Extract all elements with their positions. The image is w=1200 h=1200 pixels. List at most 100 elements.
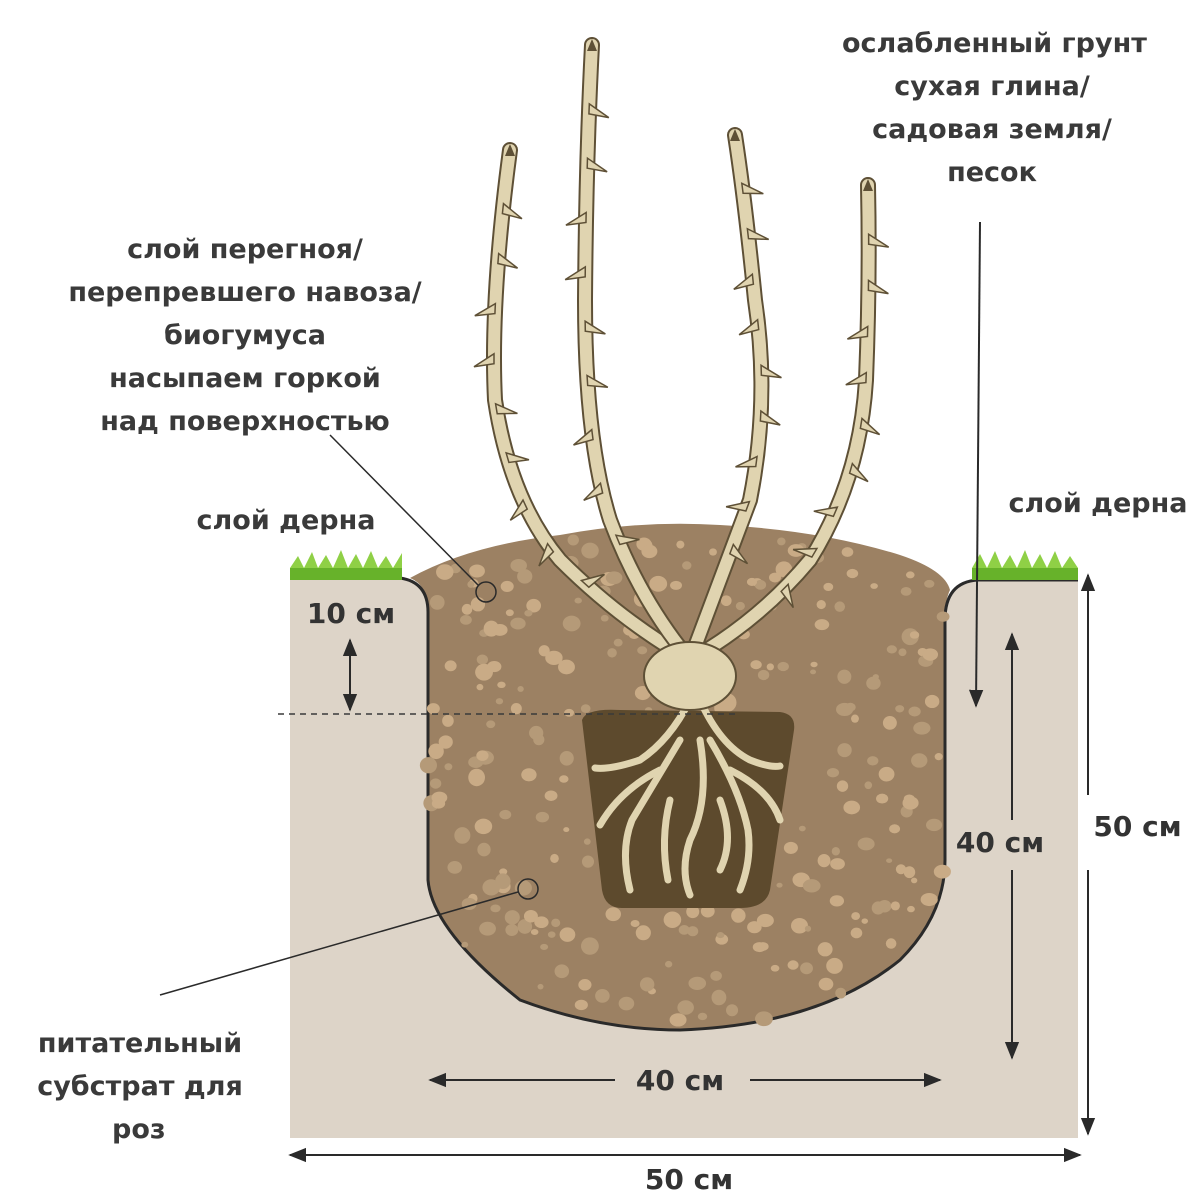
pebble [558, 659, 575, 675]
pebble [835, 987, 847, 999]
pebble [746, 577, 758, 586]
pebble [486, 720, 496, 729]
pebble [479, 921, 496, 936]
pebble [530, 928, 539, 935]
pebble [890, 901, 900, 911]
thorn [728, 542, 749, 565]
pebble [517, 569, 533, 584]
pebble [909, 631, 920, 639]
pebble [783, 841, 798, 854]
pebble [700, 904, 715, 918]
thorn [813, 506, 839, 518]
pebble [559, 775, 569, 783]
pebble [898, 648, 907, 657]
total-width-dimension: 50 см [644, 1163, 734, 1196]
pebble [544, 790, 558, 801]
depth-top-dimension: 10 см [306, 597, 396, 630]
thorn [501, 202, 523, 220]
thorn [564, 265, 587, 281]
pebble [823, 582, 834, 592]
pebble [710, 970, 722, 981]
pebble [444, 763, 453, 771]
pebble [581, 542, 599, 559]
pebble [663, 911, 682, 928]
pebble [470, 597, 486, 612]
pebble [580, 704, 591, 713]
pebble [857, 837, 875, 851]
pebble [817, 853, 831, 868]
stem-tip [505, 144, 515, 156]
pebble [836, 702, 854, 717]
pebble [676, 540, 685, 549]
pebble [836, 780, 849, 792]
pebble [726, 1004, 739, 1017]
pebble [922, 648, 939, 661]
turf-right-text: слой дерна [1008, 488, 1188, 519]
pebble [559, 927, 576, 942]
humus-line-3: биогумуса [164, 320, 326, 351]
pebble [419, 757, 438, 774]
substrate-label: питательный субстрат для роз [20, 1022, 260, 1151]
total-depth-dimension: 50 см [1093, 810, 1182, 843]
stem-tip [730, 129, 740, 141]
pebble [517, 919, 533, 934]
pebble [517, 686, 524, 692]
pebble [870, 583, 878, 589]
pebble [444, 660, 457, 672]
pebble [876, 793, 889, 804]
pebble [889, 824, 901, 834]
pebble [533, 733, 545, 746]
pebble [756, 913, 774, 928]
pebble [613, 638, 623, 647]
humus-line-2: перепревшего навоза/ [68, 277, 422, 308]
thorn [474, 302, 497, 317]
stem-tip [587, 39, 597, 51]
pebble [578, 979, 592, 991]
pebble [526, 598, 542, 613]
pebble [468, 768, 485, 787]
thorn [473, 352, 495, 368]
pebble [639, 977, 655, 992]
substrate-line-3: роз [112, 1114, 166, 1145]
pebble [426, 703, 440, 715]
pebble [475, 663, 493, 681]
pebble [826, 767, 840, 778]
pebble [770, 964, 780, 972]
thorn [725, 500, 751, 512]
pebble [442, 714, 454, 727]
pebble [605, 571, 623, 585]
thorn [740, 182, 764, 195]
humus-line-1: слой перегноя/ [127, 234, 363, 265]
thorn [780, 582, 794, 609]
pebble [908, 706, 921, 717]
pebble [559, 750, 574, 766]
thorn [738, 318, 760, 336]
root-collar [643, 641, 737, 711]
pebble [499, 868, 508, 875]
thorn [538, 542, 555, 567]
pebble [431, 798, 446, 809]
pebble [777, 661, 789, 672]
pebble [635, 925, 651, 941]
thorn [494, 402, 518, 415]
thorn [733, 272, 755, 290]
pebble [686, 905, 700, 919]
stem-tip [863, 179, 873, 191]
pebble [911, 753, 928, 768]
pebble [630, 919, 640, 928]
pebble [830, 858, 845, 870]
pebble [900, 586, 912, 596]
thorn [588, 102, 610, 119]
pebble [871, 901, 885, 915]
pebble [688, 976, 707, 990]
pebble [429, 778, 442, 789]
pebble [476, 654, 489, 665]
turf-left-label: слой дерна [196, 499, 376, 542]
pebble [534, 916, 549, 929]
pebble [716, 932, 725, 939]
pebble [521, 768, 537, 782]
pebble [787, 960, 799, 970]
thorn [573, 428, 594, 446]
thorn [867, 232, 890, 248]
pebble [755, 1011, 773, 1027]
